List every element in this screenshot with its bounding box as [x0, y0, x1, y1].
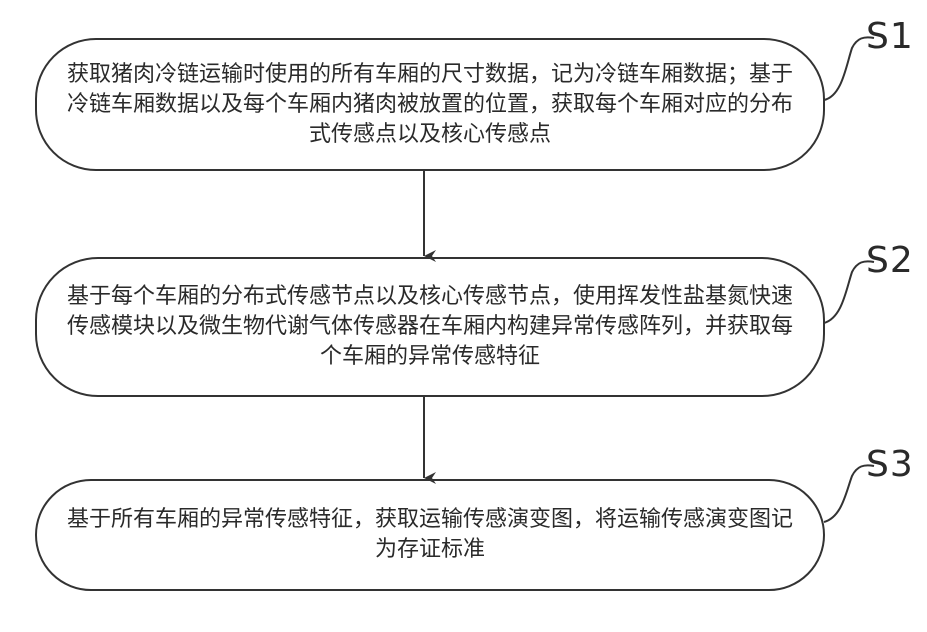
- step-text-s3: 基于所有车厢的异常传感特征，获取运输传感演变图，将运输传感演变图记为存证标准: [64, 505, 796, 565]
- step-text-s2: 基于每个车厢的分布式传感节点以及核心传感节点，使用挥发性盐基氮快速传感模块以及微…: [64, 282, 796, 372]
- step-label-s2: S2: [866, 240, 914, 281]
- step-text-s1: 获取猪肉冷链运输时使用的所有车厢的尺寸数据，记为冷链车厢数据；基于冷链车厢数据以…: [64, 60, 796, 150]
- step-label-s1: S1: [866, 16, 914, 57]
- step-label-s3: S3: [866, 444, 914, 485]
